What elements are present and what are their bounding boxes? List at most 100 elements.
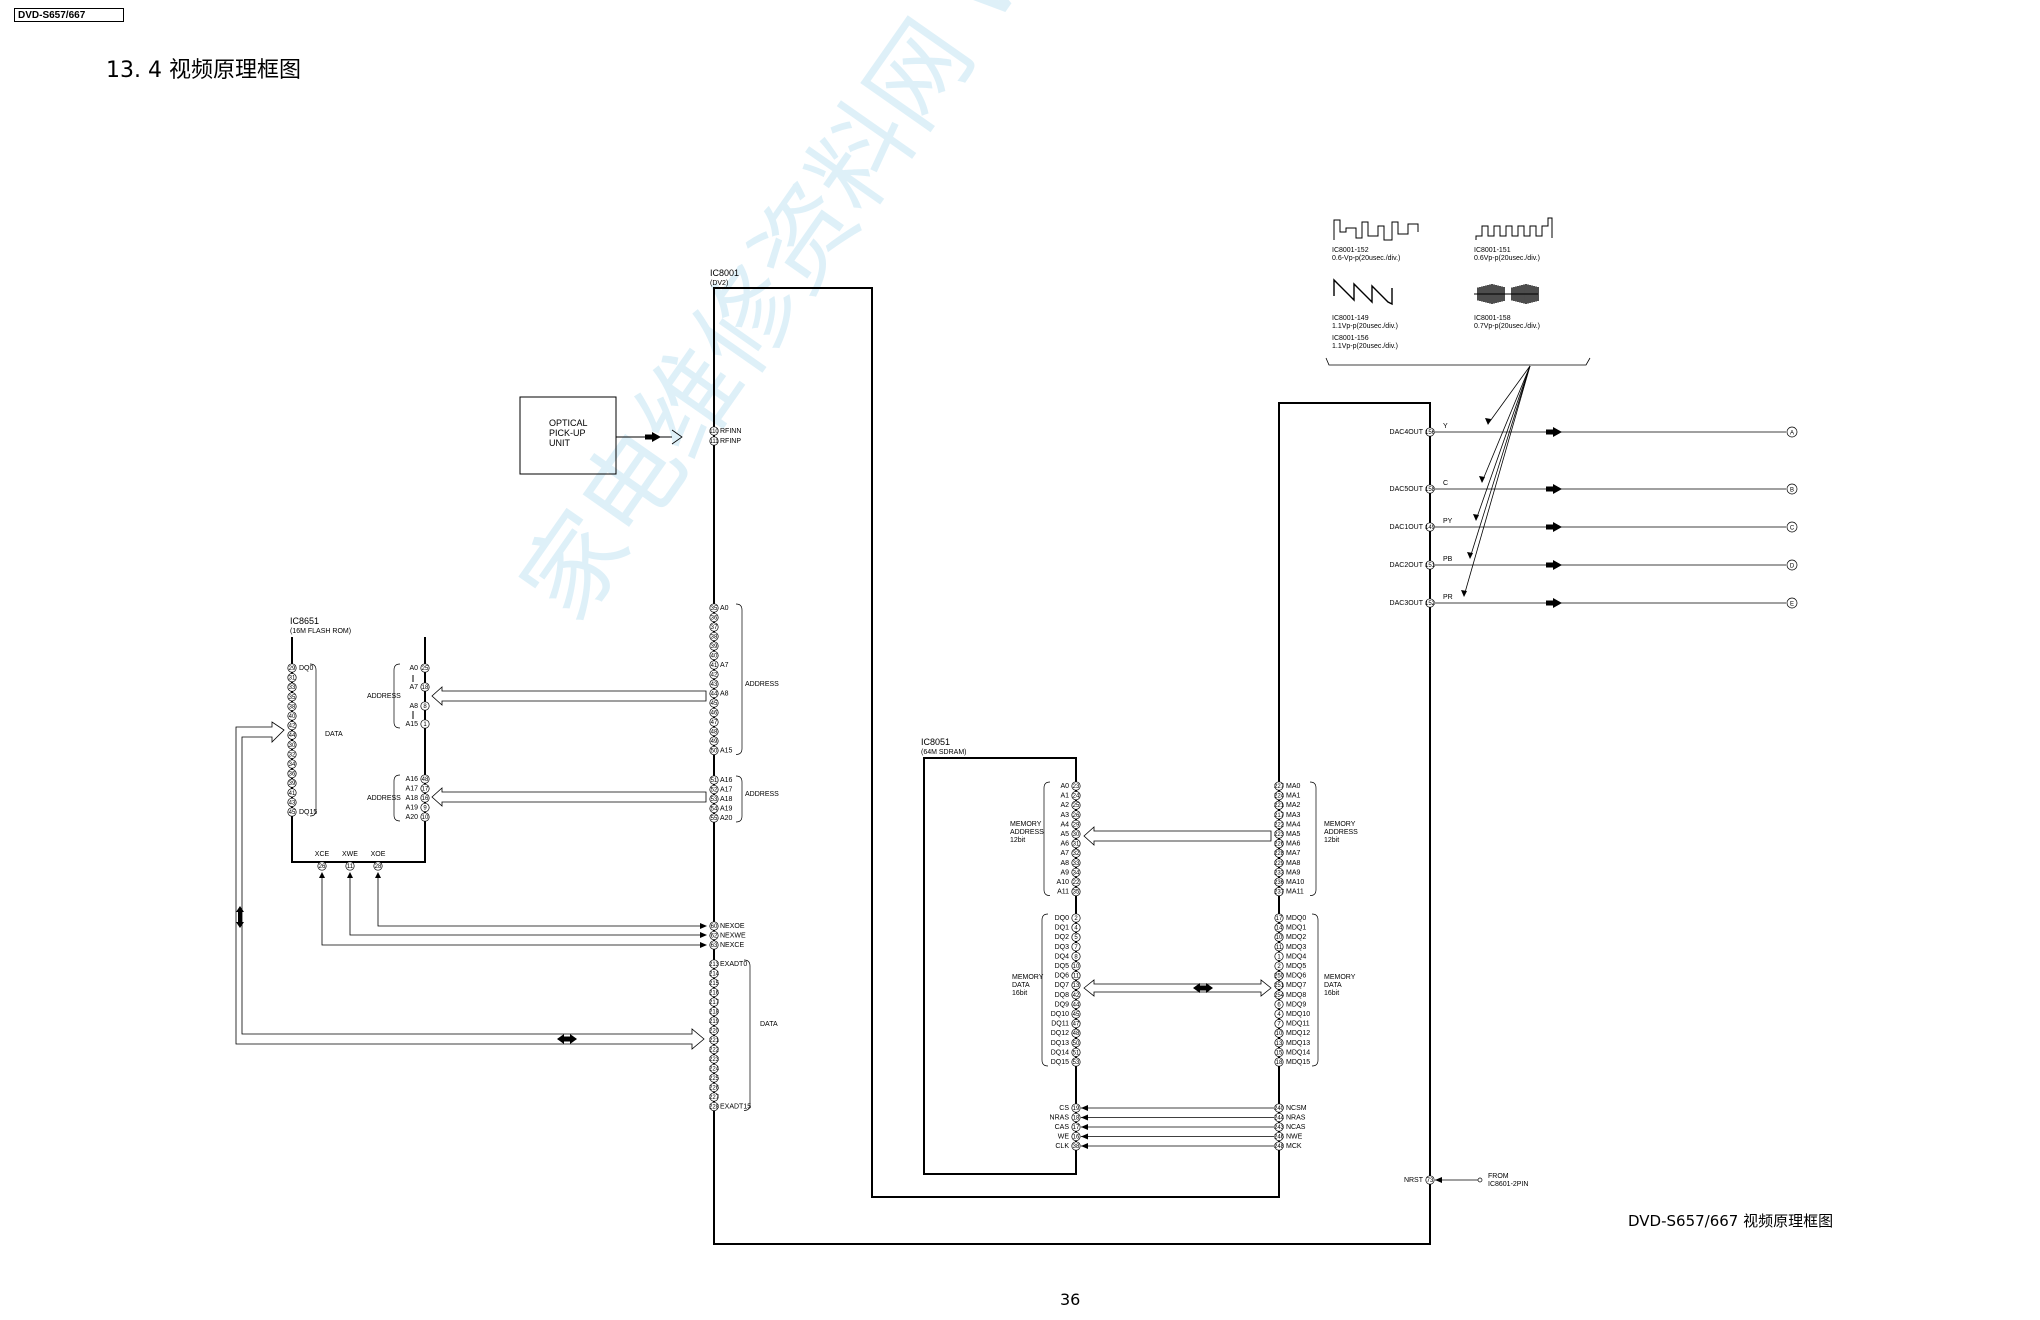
pin-number: 53: [1073, 1060, 1080, 1066]
pin-number: 55: [711, 816, 718, 822]
ic8001-control-pin: [709, 921, 719, 931]
ic8001-data-pin: [709, 959, 719, 969]
pin-number: 30: [289, 743, 296, 749]
ic8051-dq-label: DQ13: [1051, 1040, 1069, 1047]
ic8051-address-pin: [1071, 800, 1081, 810]
waveform-spec: 0.6-Vp-p(20usec./div.): [1332, 255, 1400, 262]
pin-number: 250: [1274, 974, 1285, 980]
ic8001-data-pin: [709, 978, 719, 988]
pin-number: 17: [1073, 1125, 1080, 1131]
ic8001-mdq-pin: [1274, 961, 1284, 971]
pin-number: 217: [709, 1000, 720, 1006]
pin-number: 226: [1274, 842, 1285, 848]
pin-number: 32: [289, 752, 296, 758]
ic8001-address-brace: [735, 775, 743, 823]
pin-number: 22: [1073, 880, 1080, 886]
pin-number: 31: [1073, 842, 1080, 848]
pin-number: 223: [1274, 832, 1285, 838]
pin-number: 18: [1276, 1060, 1283, 1066]
ic8651-address-label: A16: [406, 776, 419, 783]
ic8001-data-pin: [709, 1044, 719, 1055]
ic8051-address-pin: [1071, 791, 1081, 801]
connector-label: A: [1790, 431, 1794, 437]
ic8651-dq-pin: [287, 740, 297, 750]
ic8001-address-pin: [709, 669, 719, 680]
pin-number: 38: [289, 704, 296, 710]
ic8051-dq-label: DQ11: [1051, 1021, 1069, 1028]
ic8651-address-pin: [420, 802, 430, 813]
ic8051-control-pin: [1071, 1122, 1081, 1132]
ic8001-sdram-control-pin: [1274, 1122, 1284, 1132]
ic8651-dq-pin: [287, 701, 297, 711]
ic8651-address-pin: [420, 682, 430, 692]
pin-number: 11: [347, 864, 354, 870]
ic8051-address-pin: [1071, 867, 1081, 877]
dac-label: DAC5OUT: [1390, 486, 1424, 493]
ic8651-control-label: XOE: [371, 851, 386, 858]
ic8001-mdq-pin: [1274, 932, 1284, 942]
pin-number: 24: [1073, 794, 1080, 800]
connector-circle: [1786, 521, 1798, 533]
waveform-id: IC8001-156: [1332, 335, 1369, 342]
waveform-id: IC8001-151: [1474, 247, 1511, 254]
pin-number: 110: [709, 429, 719, 435]
ic8001-ma-label: MA6: [1286, 841, 1301, 848]
ic8051-dq-label: DQ6: [1055, 973, 1070, 980]
ic8051-dq-label: DQ4: [1055, 953, 1070, 960]
pin-number: 240: [1274, 1106, 1285, 1112]
ic8001-ma-pin: [1274, 829, 1284, 839]
pin-number: 11: [1073, 974, 1080, 980]
ic8051-dq-pin: [1071, 990, 1081, 1000]
waveform-id: IC8001-149: [1332, 315, 1369, 322]
ic8051-address-pin: [1071, 877, 1081, 887]
xce-wire: [321, 874, 706, 946]
rf-pin: [709, 426, 719, 436]
ic8651-control-pin: [345, 861, 355, 871]
ic8001-data-pin: [709, 1054, 719, 1064]
data-direction-arrow: [557, 1034, 577, 1044]
ic8001-address-pin: [709, 745, 719, 756]
ic8051-dq-pin: [1071, 999, 1081, 1009]
ic8051-address-pin: [1071, 810, 1081, 820]
ic8051-dq-pin: [1071, 923, 1081, 933]
pin-number: 11: [1276, 945, 1283, 951]
pin-number: 4: [1074, 926, 1078, 932]
ic8001-address-pin: [709, 707, 719, 718]
ic8651-dq-pin: [287, 759, 297, 769]
pin-number: 13: [1276, 1041, 1283, 1047]
pin-number: 8: [1074, 954, 1078, 960]
dac-signal-label: PR: [1443, 594, 1453, 601]
control-arrowhead: [319, 872, 325, 878]
ic8651-control-pin: [373, 861, 383, 871]
video-output-arrow: [1546, 560, 1562, 570]
ic8051-control-pin: [1071, 1141, 1081, 1151]
ic8001-mdq-pin: [1274, 1038, 1284, 1048]
ic8051-address-label: A11: [1057, 889, 1069, 896]
rf-pin-label: RFINP: [720, 438, 741, 445]
ic8001-address-pin: [709, 641, 719, 651]
pin-number: 213: [709, 962, 720, 968]
control-arrowhead: [1081, 1114, 1088, 1121]
ic8001-mdq-pin: [1274, 913, 1284, 923]
pin-number: 51: [711, 778, 718, 784]
pin-number: 44: [1073, 1002, 1080, 1008]
ic8001-memory-address-label: MEMORY: [1324, 821, 1356, 828]
ic8651-sub: (16M FLASH ROM): [290, 628, 351, 635]
ic8001-mdq-label: MDQ15: [1286, 1059, 1310, 1066]
ic8001-address-pin: [709, 803, 719, 814]
pin-number: 224: [709, 1067, 720, 1073]
waveform-pointer-arrowhead: [1485, 418, 1491, 425]
rf-arrow: [645, 432, 661, 442]
nrst-from-label: FROM: [1488, 1173, 1509, 1180]
waveform-pointer-arrowhead: [1467, 552, 1473, 559]
ic8051-dq-pin: [1071, 961, 1081, 971]
pin-number: 2: [1074, 916, 1078, 922]
ic8001-mdq-pin: [1274, 1057, 1284, 1067]
optical-pickup-label: UNIT: [549, 438, 570, 448]
ic8051-dq-pin: [1071, 1047, 1081, 1057]
pin-number: 251: [1274, 983, 1285, 989]
ic8001-addr-label: A15: [720, 748, 733, 755]
pin-number: 45: [1073, 1012, 1080, 1018]
ic8001-mdq-brace: [1311, 913, 1319, 1067]
ic8051-dq-pin: [1071, 1057, 1081, 1067]
